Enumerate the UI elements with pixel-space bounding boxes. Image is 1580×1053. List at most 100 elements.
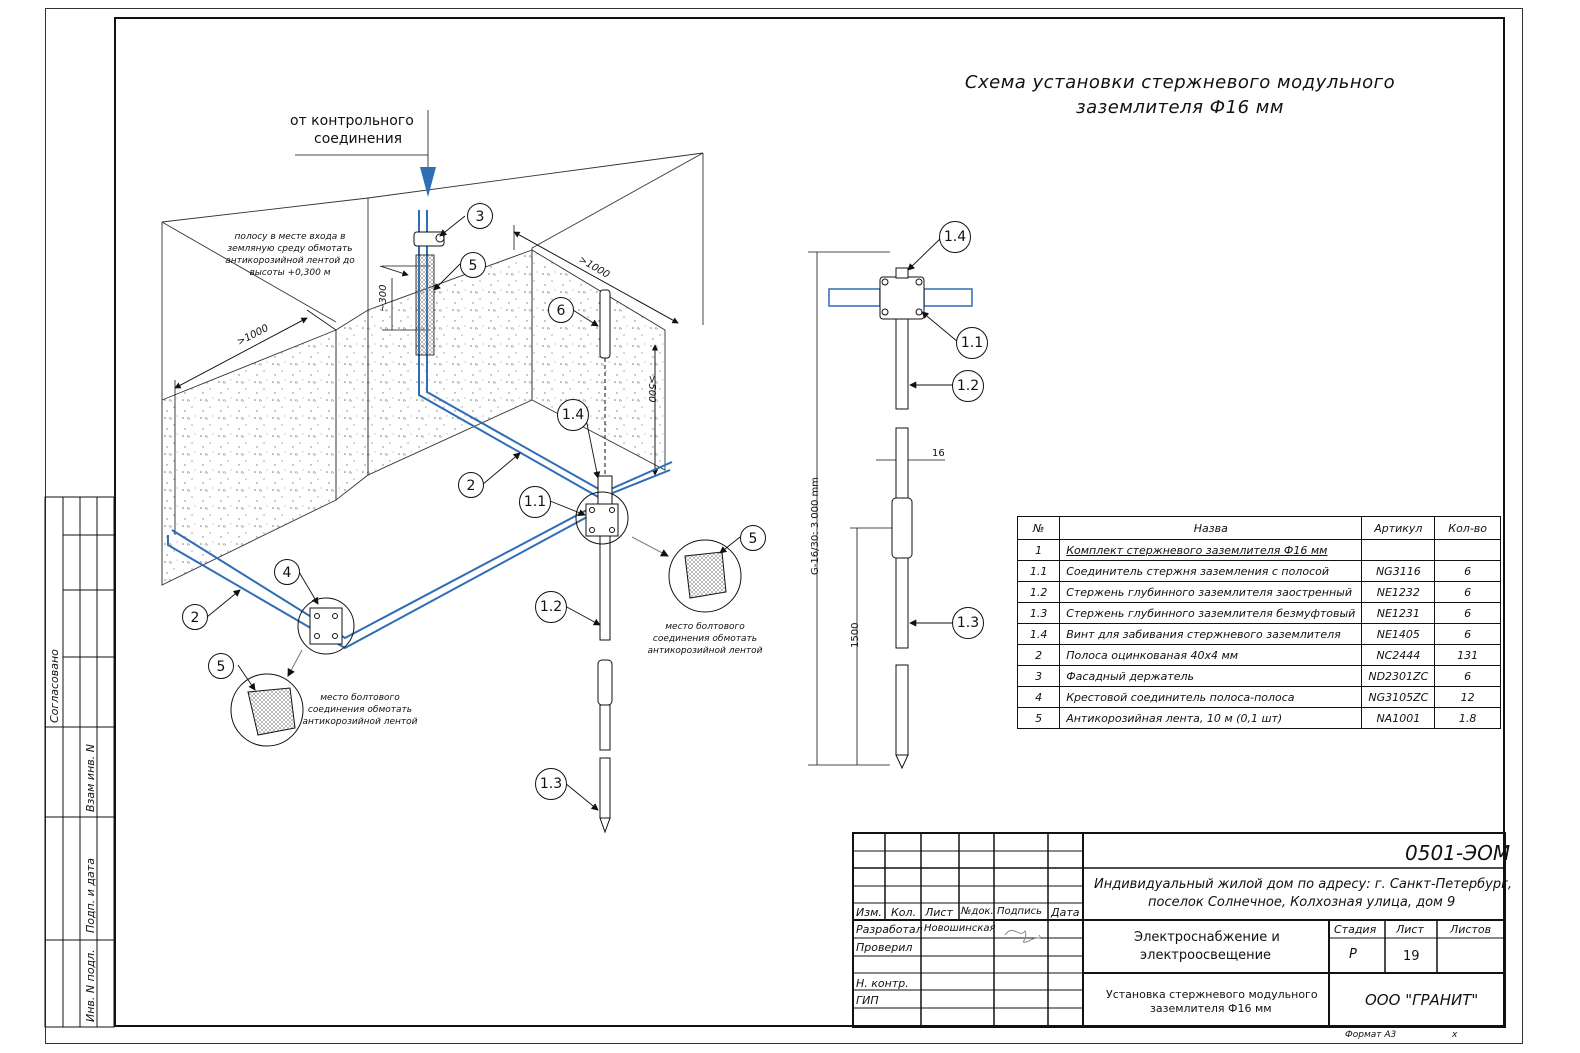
cell-article: NE1231 — [1361, 602, 1436, 624]
dim-label-500: >500 — [646, 375, 657, 403]
table-header-row: № Назва Артикул Кол-во — [1016, 516, 1501, 540]
cell-qty: 6 — [1434, 623, 1501, 645]
bolt-note-line: соединения обмотать — [307, 705, 413, 715]
dim-label-300: ~300 — [378, 284, 389, 312]
cell-name: Винт для забивания стержневого заземлите… — [1059, 623, 1363, 645]
cell-name: Полоса оцинкованая 40х4 мм — [1059, 644, 1363, 666]
bolt-note-left: место болтового соединения обмотать анти… — [290, 692, 430, 728]
callout-5: 5 — [740, 525, 766, 551]
side-inv: Инв. N подл. — [84, 949, 97, 1022]
callout-1-2: 1.2 — [535, 591, 567, 623]
cross-connector — [297, 597, 355, 655]
cell-name: Фасадный держатель — [1059, 665, 1363, 687]
side-vzam: Взам инв. N — [84, 744, 97, 812]
wrap-note-line: высоты +0,300 м — [249, 268, 331, 278]
format-label: Формат А3 — [1345, 1030, 1397, 1040]
cell-name: Комплект стержневого заземлителя Ф16 мм — [1059, 539, 1363, 561]
cell-article: NG3116 — [1361, 560, 1436, 582]
feed-label-1: от контрольного — [290, 113, 414, 129]
wrap-detail-left — [230, 649, 304, 747]
stadia-value: Р — [1349, 947, 1357, 962]
callout-1-2: 1.2 — [952, 370, 984, 402]
side-agreed: Согласовано — [48, 649, 61, 723]
callout-2: 2 — [182, 604, 208, 630]
header-num: № — [1016, 516, 1061, 540]
feed-arrow — [295, 110, 436, 197]
drawing-title: Схема установки стержневого модульного з… — [860, 70, 1500, 120]
doc-code: 0501-ЭОМ — [1405, 841, 1511, 865]
side-stamp — [44, 496, 115, 1028]
callout-1-4: 1.4 — [557, 399, 589, 431]
cell-num: 1.3 — [1016, 602, 1061, 624]
object-line-2: поселок Солнечное, Колхозная улица, дом … — [1148, 895, 1456, 910]
dim-label-16: 16 — [932, 448, 945, 459]
col-podpis: Подпись — [997, 906, 1042, 917]
col-data: Дата — [1051, 906, 1080, 919]
cell-article: NA1001 — [1361, 707, 1436, 729]
bolt-note-line: место болтового — [320, 693, 400, 703]
wrap-detail-right — [631, 536, 742, 613]
feed-label-2: соединения — [314, 131, 403, 147]
wrap-note: полосу в месте входа в земляную среду об… — [215, 231, 365, 279]
cell-qty: 6 — [1434, 665, 1501, 687]
cell-article: NC2444 — [1361, 644, 1436, 666]
cell-article: ND2301ZC — [1361, 665, 1436, 687]
header-name: Назва — [1059, 516, 1363, 540]
section-line-2: электроосвещение — [1140, 948, 1272, 963]
cell-num: 1.1 — [1016, 560, 1061, 582]
col-izm: Изм. — [856, 906, 882, 919]
cell-article: NE1405 — [1361, 623, 1436, 645]
dim-label-1500: 1500 — [850, 622, 861, 648]
row-gip: ГИП — [856, 994, 879, 1007]
row-razrab: Разработал — [856, 923, 923, 936]
callout-1-1: 1.1 — [519, 486, 551, 518]
callout-1-3: 1.3 — [535, 768, 567, 800]
object-line-1: Индивидуальный жилой дом по адресу: г. С… — [1094, 877, 1513, 892]
cell-qty: 6 — [1434, 560, 1501, 582]
signature — [1004, 929, 1041, 943]
cell-qty: 12 — [1434, 686, 1501, 708]
cell-article: NE1232 — [1361, 581, 1436, 603]
row-proveril: Проверил — [856, 941, 913, 954]
listov-label: Листов — [1450, 923, 1492, 936]
callout-3: 3 — [467, 203, 493, 229]
header-qty: Кол-во — [1434, 516, 1501, 540]
bolt-note-line: соединения обмотать — [652, 634, 758, 644]
title-line-1: Схема установки стержневого модульного — [964, 72, 1396, 93]
anticorrosion-wrap — [415, 254, 435, 356]
ground-rod-side — [879, 267, 925, 770]
cell-qty — [1434, 539, 1501, 561]
cell-name: Крестовой соединитель полоса-полоса — [1059, 686, 1363, 708]
col-ndok: №док. — [961, 906, 994, 917]
stadia-label: Стадия — [1334, 923, 1377, 936]
leader-lines — [206, 215, 959, 811]
excavation-outline — [161, 152, 704, 586]
sheet-title-line-1: Установка стержневого модульного — [1106, 988, 1318, 1001]
row-nkontr: Н. контр. — [856, 977, 909, 990]
wrap-note-line: земляную среду обмотать — [227, 244, 353, 254]
cell-qty: 1.8 — [1434, 707, 1501, 729]
title-block-grid — [852, 832, 1506, 1028]
format-x: x — [1452, 1030, 1458, 1040]
sheet-title-line-2: заземлителя Ф16 мм — [1150, 1002, 1272, 1015]
cell-qty: 131 — [1434, 644, 1501, 666]
list-value: 19 — [1403, 949, 1420, 964]
side-podp: Подп. и дата — [84, 858, 97, 933]
bolt-note-line: антикорозийной лентой — [302, 717, 418, 727]
callout-1-4: 1.4 — [939, 221, 971, 253]
facade-holder — [413, 231, 445, 247]
list-label: Лист — [1396, 923, 1424, 936]
cell-name: Стержень глубинного заземлителя заострен… — [1059, 581, 1363, 603]
callout-5: 5 — [460, 252, 486, 278]
col-kol: Кол. — [891, 906, 917, 919]
cell-num: 1.4 — [1016, 623, 1061, 645]
